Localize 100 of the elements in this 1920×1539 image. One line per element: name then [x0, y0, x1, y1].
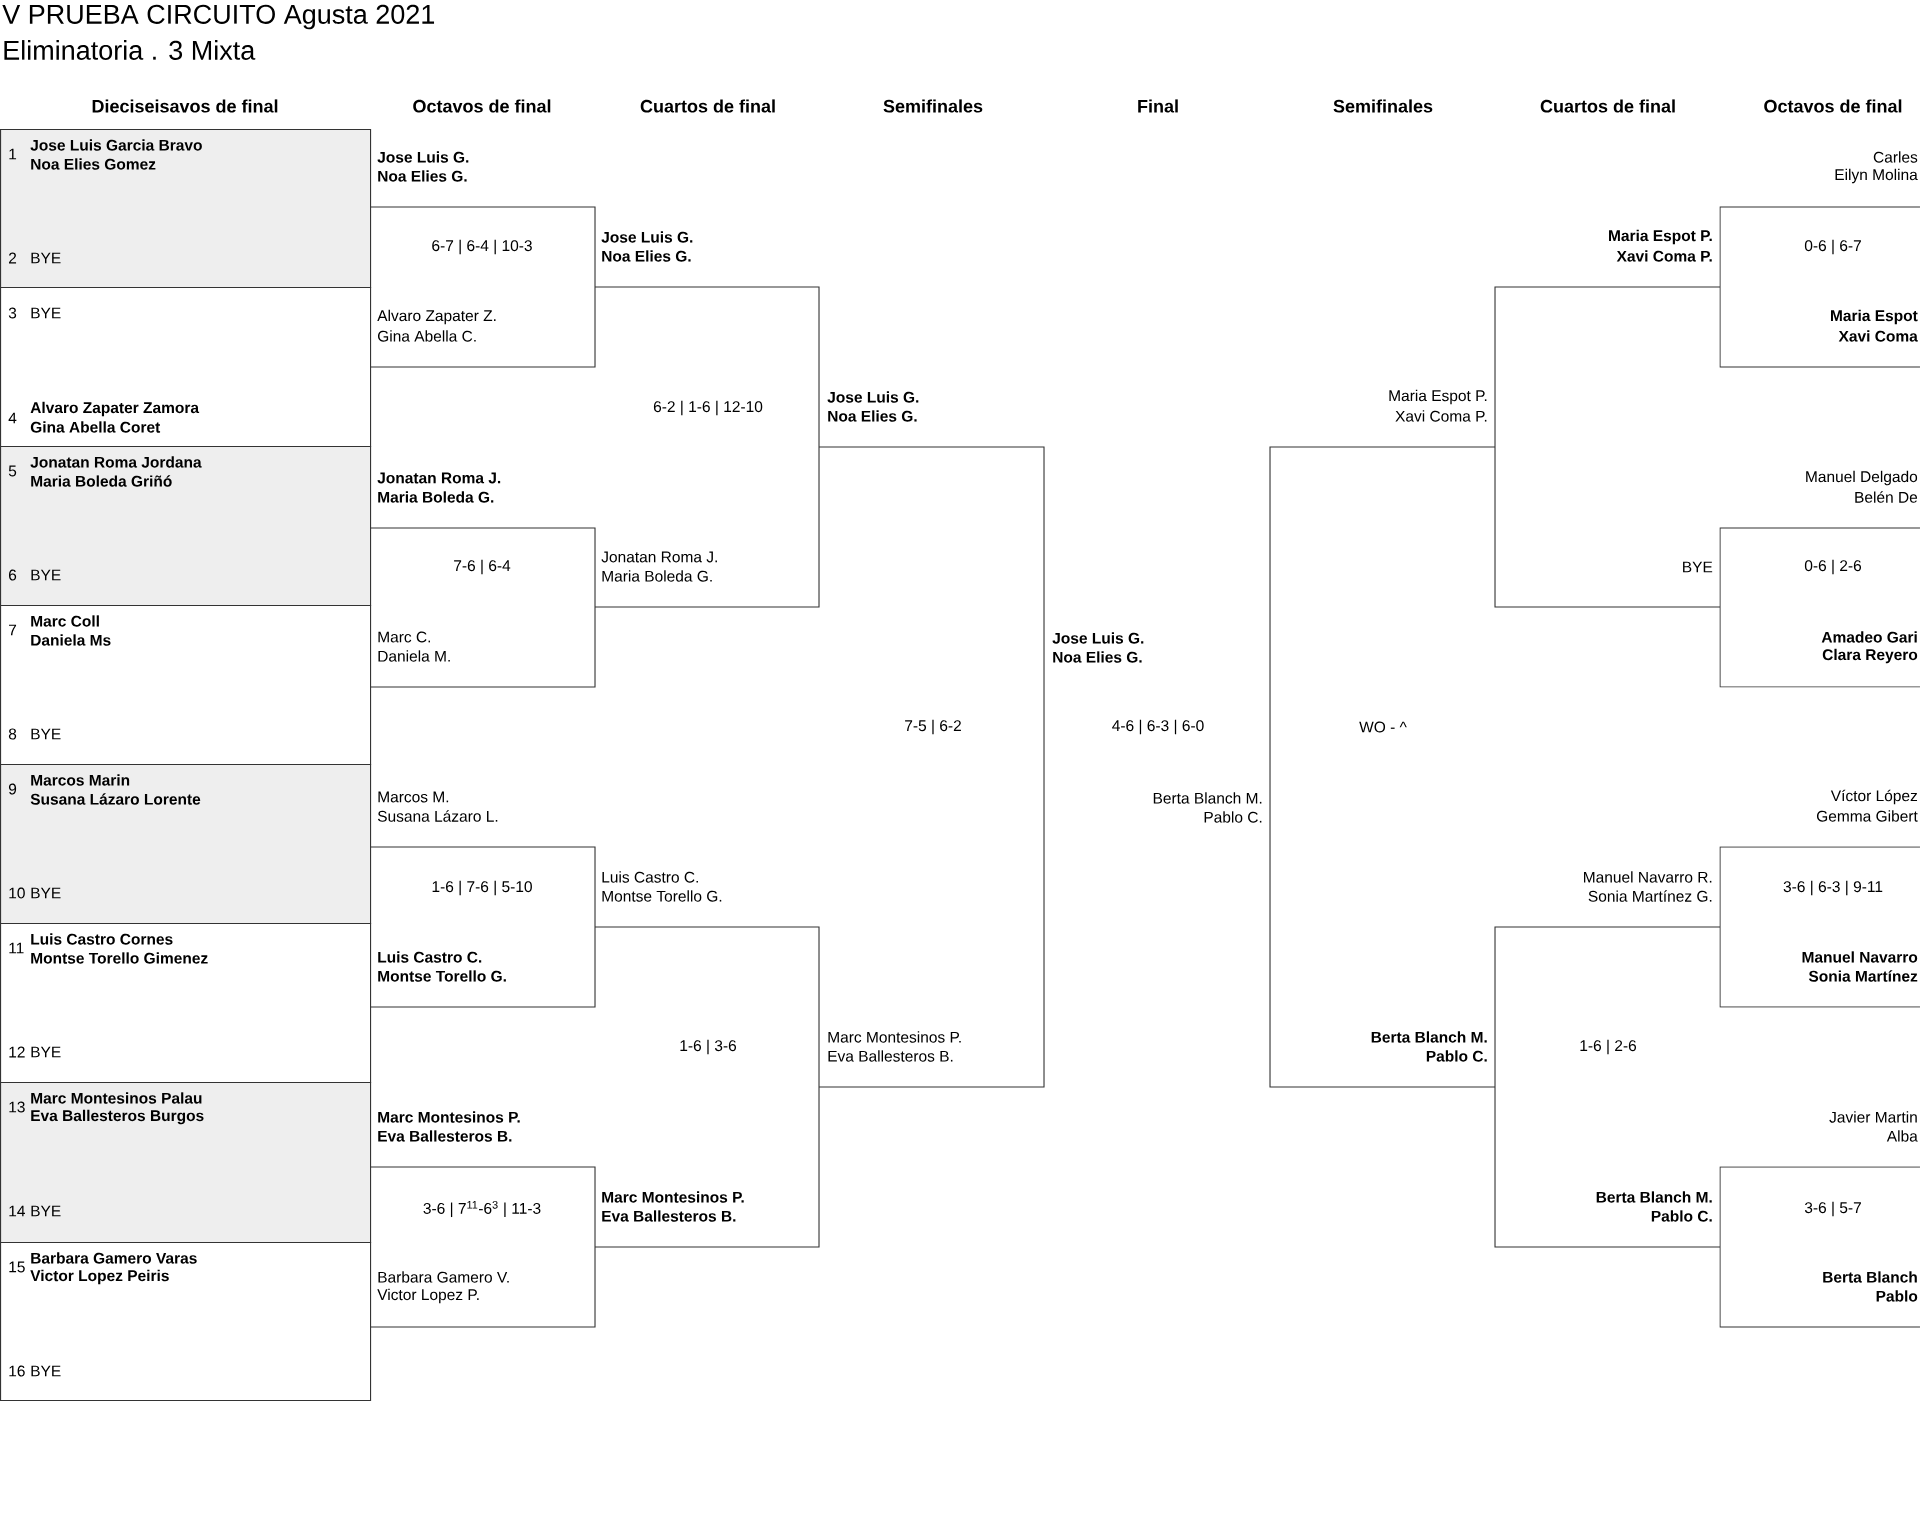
seed-number: 8	[8, 728, 17, 740]
column-heading: Dieciseisavos de final	[92, 99, 278, 113]
bye-text: BYE	[1683, 561, 1713, 573]
player-name: Noa Elies G.	[828, 410, 917, 422]
bye-text: BYE	[31, 887, 61, 899]
player-name: Alvaro Zapater Zamora	[30, 401, 200, 417]
score-text: 3-6 | 6-3 | 9-11	[1783, 880, 1883, 896]
seed-number: 7	[9, 624, 17, 636]
player-name: Berta Blanch M.	[1596, 1191, 1712, 1203]
player-name: Jose Luis Garcia Bravo	[30, 139, 202, 151]
score-text: 1-6 | 3-6	[680, 1039, 737, 1055]
player-name: Xavi Coma P.	[1395, 410, 1487, 422]
column-heading: Cuartos de final	[1540, 99, 1675, 113]
player-name: Manuel Navarro R.	[1584, 871, 1712, 883]
player-name: Manuel Navarro	[1802, 951, 1918, 963]
player-name: Víctor López	[1830, 789, 1917, 805]
player-name: Montse Torello Gimenez	[31, 952, 208, 964]
subtitle: Eliminatoria . 3 Mixta	[4, 40, 256, 60]
player-name: Clara Reyero	[1822, 648, 1918, 664]
player-name: Barbara Gamero V.	[378, 1271, 509, 1283]
player-name: Pablo C.	[1204, 811, 1262, 823]
player-name: Alvaro Zapater Z.	[377, 309, 496, 325]
score-text: 7-5 | 6-2	[905, 719, 961, 735]
score-text: 3-6 | 7$^{11}$-6$^{3}$ | 11-3	[423, 1200, 541, 1218]
score-text: 6-7 | 6-4 | 10-3	[432, 239, 532, 255]
seed-number: 10	[9, 887, 25, 899]
score-text: 7-6 | 6-4	[454, 559, 511, 575]
title: V PRUEBA CIRCUITO Agusta 2021	[2, 4, 435, 30]
seed-number: 13	[9, 1101, 25, 1113]
player-name: Pablo	[1876, 1290, 1918, 1302]
player-name: Maria Espot P.	[1609, 229, 1712, 245]
player-name: Jonatan Roma J.	[377, 472, 501, 484]
score-text: 1-6 | 7-6 | 5-10	[432, 880, 532, 896]
player-name: Luis Castro C.	[378, 951, 482, 963]
player-name: Xavi Coma	[1838, 330, 1918, 342]
seed-number: 1	[9, 148, 17, 160]
player-name: Marc Montesinos P.	[602, 1191, 744, 1203]
player-name: Jose Luis G.	[827, 391, 919, 403]
player-name: Gina Abella C.	[378, 330, 476, 342]
seed-number: 6	[9, 569, 17, 581]
bye-text: BYE	[31, 728, 61, 740]
player-name: Maria Espot	[1831, 309, 1918, 325]
player-name: Eva Ballesteros B.	[828, 1050, 953, 1062]
bye-text: BYE	[31, 1205, 61, 1217]
player-name: Marcos M.	[378, 791, 449, 803]
seed-number: 12	[9, 1046, 25, 1058]
bye-text: BYE	[31, 1046, 61, 1058]
player-name: Victor Lopez P.	[377, 1288, 479, 1304]
seed-number: 9	[8, 783, 17, 795]
player-name: Sonia Martínez	[1808, 970, 1918, 982]
player-name: Sonia Martínez G.	[1588, 890, 1712, 902]
player-name: Noa Elies Gomez	[31, 158, 156, 170]
seed-number: 15	[9, 1261, 25, 1273]
score-text: WO - ^	[1359, 721, 1407, 733]
player-name: Berta Blanch	[1823, 1271, 1917, 1283]
player-name: Luis Castro Cornes	[31, 933, 173, 945]
seed-number: 4	[8, 412, 17, 424]
player-name: Gina Abella Coret	[30, 421, 161, 433]
column-heading: Octavos de final	[1764, 99, 1902, 113]
player-name: Maria Boleda G.	[378, 491, 494, 503]
player-name: Pablo C.	[1426, 1050, 1487, 1062]
player-name: Marc Montesinos P.	[378, 1111, 520, 1123]
player-name: Jose Luis G.	[1052, 632, 1144, 644]
player-name: Victor Lopez Peiris	[30, 1269, 169, 1285]
player-name: Maria Espot P.	[1389, 389, 1487, 405]
score-text: 1-6 | 2-6	[1580, 1039, 1637, 1055]
seed-number: 5	[8, 465, 17, 477]
player-name: Carles	[1873, 151, 1918, 163]
seed-number: 3	[8, 307, 17, 319]
bye-text: BYE	[31, 307, 61, 319]
player-name: Jose Luis G.	[601, 231, 693, 243]
player-name: Eilyn Molina	[1835, 168, 1918, 184]
player-name: Berta Blanch M.	[1153, 792, 1262, 804]
column-heading: Final	[1138, 99, 1178, 113]
seed-number: 14	[9, 1205, 25, 1217]
bye-text: BYE	[31, 569, 61, 581]
score-text: 4-6 | 6-3 | 6-0	[1112, 719, 1204, 735]
player-name: Marc Montesinos P.	[828, 1031, 961, 1043]
score-text: 0-6 | 2-6	[1804, 559, 1862, 575]
player-name: Marc C.	[378, 631, 430, 643]
player-name: Belén De	[1855, 491, 1918, 503]
player-name: Susana Lázaro L.	[377, 810, 498, 822]
player-name: Susana Lázaro Lorente	[30, 793, 201, 805]
column-heading: Semifinales	[1333, 99, 1433, 113]
player-name: Montse Torello G.	[602, 890, 722, 902]
seed-number: 2	[9, 252, 17, 264]
bye-text: BYE	[31, 1365, 61, 1377]
seed-number: 11	[9, 942, 24, 954]
seed-number: 16	[9, 1365, 25, 1377]
player-name: Luis Castro C.	[602, 871, 698, 883]
column-heading: Semifinales	[883, 99, 983, 113]
score-text: 3-6 | 5-7	[1804, 1201, 1861, 1217]
player-name: Marcos Marin	[31, 774, 130, 786]
player-name: Berta Blanch M.	[1371, 1031, 1487, 1043]
player-name: Javier Martin	[1829, 1111, 1917, 1123]
player-name: Noa Elies G.	[1053, 651, 1142, 663]
column-heading: Octavos de final	[413, 99, 551, 113]
player-name: Alba	[1886, 1130, 1918, 1142]
player-name: Marc Coll	[31, 615, 99, 627]
player-name: Jonatan Roma J.	[601, 551, 717, 563]
